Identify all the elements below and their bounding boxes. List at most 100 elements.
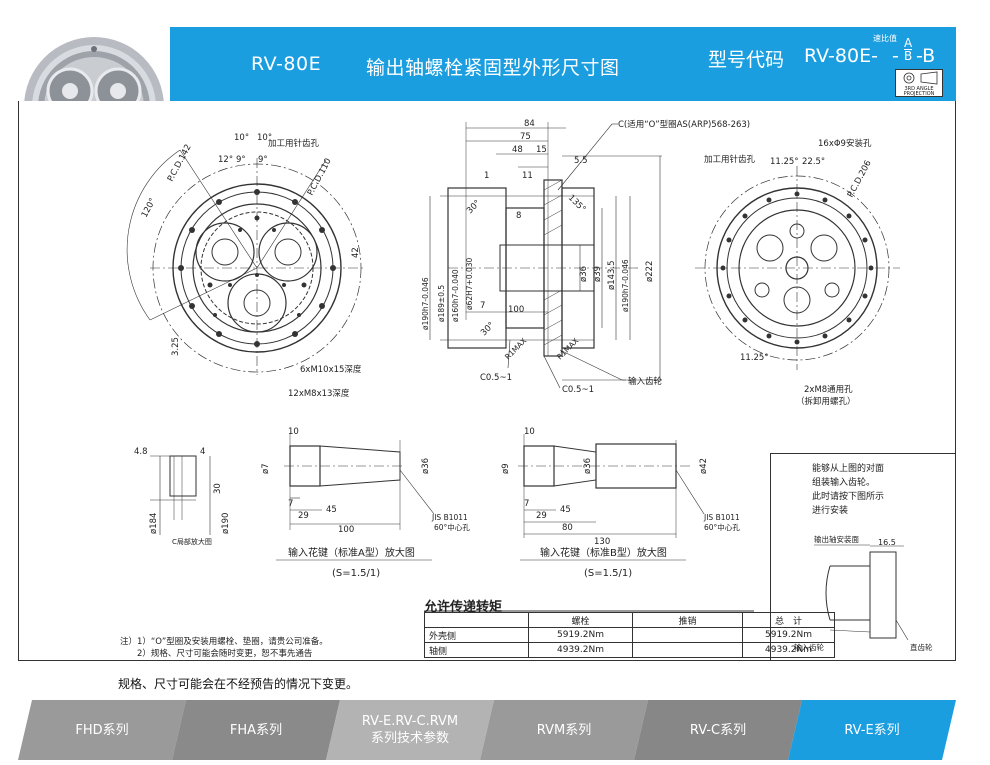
projection-icon [903,71,938,85]
label-pcd142: P.C.D.142 [166,143,194,184]
header-bar: RV-80E 输出轴螺栓紧固型外形尺寸图 型号代码 RV-80E- 速比值 - … [18,27,956,101]
label-dim75: 75 [520,132,531,142]
label-dim30a: 30° [465,198,483,216]
table-cell-bolt: 5919.2Nm [528,627,633,643]
page-title: 输出轴螺栓紧固型外形尺寸图 [366,57,620,79]
label-oring: C(适用“O”型圈AS(ARP)568-263) [618,119,750,130]
label-d1435: ø143.5 [607,260,617,290]
label-a-caption: 输入花键（标准A型）放大图 [288,546,415,559]
label-b-d42: ø42 [699,458,709,474]
drawing-notes: 注）1）“O”型圈及安装用螺栓、垫圈，请贵公司准备。 2）规格、尺寸可能会随时变… [120,637,328,659]
label-dim84: 84 [524,119,535,129]
shaft-a-view [276,434,435,561]
label-b-jis: JIS B1011 [703,513,740,522]
label-dim135: 135° [566,193,588,215]
nav-tab-rv-c[interactable]: RV-C系列 [634,700,802,760]
label-a-scale: (S=1.5/1) [332,568,380,579]
label-a-center: 60°中心孔 [434,522,470,532]
label-dim48: 48 [512,145,523,155]
label-pin-holes-left: 加工用针齿孔 [268,138,320,149]
label-b-scale: (S=1.5/1) [584,568,632,579]
label-b-caption: 输入花键（标准B型）放大图 [540,546,667,559]
label-a-d36: ø36 [421,458,431,474]
code-fraction: A B [904,36,913,63]
label-dim1: 1 [484,171,489,181]
label-c-30: 30 [213,483,223,494]
front-view-right [695,166,900,370]
label-b-d36: ø36 [583,458,593,474]
label-angle225: 22.5° [802,157,825,167]
nav-tab-rvm[interactable]: RVM系列 [480,700,648,760]
label-c-d184: ø184 [149,513,159,534]
nav-tab-rv-tech[interactable]: RV-E.RV-C.RVM 系列技术参数 [326,700,494,760]
nav-tab-fhd[interactable]: FHD系列 [18,700,186,760]
label-b-center: 60°中心孔 [704,522,740,532]
table-row: 外壳侧 5919.2Nm 5919.2Nm [424,627,835,643]
table-cell-pin [632,627,743,643]
label-dim7: 7 [480,301,485,311]
label-dim11: 11 [522,171,533,181]
label-spur-gear: 直齿轮 [910,642,933,652]
label-d39: ø39 [593,266,603,282]
label-a-10: 10 [288,427,299,437]
label-d222: ø222 [645,261,655,282]
label-dim100: 100 [508,305,524,315]
table-row: 轴侧 4939.2Nm 4939.2Nm [424,642,835,658]
table-header-bolt: 螺栓 [528,612,633,628]
label-m8: 12xM8x13深度 [288,388,350,399]
table-cell-label: 外壳侧 [424,627,529,643]
label-a-45: 45 [326,505,337,515]
label-c-caption: C局部放大图 [172,537,212,546]
table-header-row: 螺栓 推销 总 计 [424,612,835,628]
label-flange: 输出轴安装面 [814,534,859,544]
label-d190b: ø190h7-0.046 [621,259,630,312]
label-input-gear: 输入齿轮 [628,376,663,387]
label-b-7: 7 [524,499,529,509]
disclaimer: 规格、尺寸可能会在不经预告的情况下变更。 [118,677,359,691]
projection-symbol: 3RD ANGLE PROJECTION [895,69,943,97]
code-label: 型号代码 [708,49,785,71]
label-b-130: 130 [594,537,610,547]
label-angle1125a: 11.25° [770,157,799,167]
label-angle9a: 9° [236,155,246,165]
nav-tab-fha[interactable]: FHA系列 [172,700,340,760]
detail-c-view [150,455,211,535]
label-a-jis: JIS B1011 [431,513,468,522]
label-d160: ø160h7-0.040 [451,269,460,322]
label-angle120: 120° [140,197,158,220]
nav-tab-rv-e[interactable]: RV-E系列 [788,700,956,760]
label-d189: ø189±0.5 [437,285,446,322]
label-m8-holes: 2xM8通用孔 [804,384,853,395]
label-a-d7: ø7 [261,463,271,474]
shaft-b-view [518,434,705,561]
label-a-29: 29 [298,511,309,521]
front-view-left [126,149,365,375]
side-note-box: 能够从上图的对面 组装输入齿轮。 此时请按下图所示 进行安装 [770,453,956,661]
section-leaders [507,123,626,389]
label-a-7: 7 [288,499,293,509]
code-sup: 速比值 [873,34,897,43]
label-dim55: 5.5 [574,156,588,166]
label-c05b: C0.5~1 [562,385,594,395]
label-c-d190: ø190 [221,513,231,534]
section-view [429,122,662,381]
table-cell-total: 5919.2Nm [742,627,835,643]
table-header-total: 总 计 [742,612,835,628]
table-cell-total: 4939.2Nm [742,642,835,658]
label-angle10b: 10° [257,133,272,143]
front-left-holes [178,189,336,347]
section-hatch [543,179,563,346]
table-cell-label: 轴侧 [424,642,529,658]
label-dim165: 16.5 [878,538,896,547]
label-b-10: 10 [524,427,535,437]
label-b-80: 80 [562,523,573,533]
label-dim325: 3.25 [171,337,181,356]
label-a-100: 100 [338,525,354,535]
label-dim30b: 30° [479,320,497,338]
table-header-blank [424,612,529,628]
label-pcd206: P.C.D.206 [846,159,874,200]
label-angle10a: 10° [234,133,249,143]
table-cell-bolt: 4939.2Nm [528,642,633,658]
label-b-29: 29 [536,511,547,521]
